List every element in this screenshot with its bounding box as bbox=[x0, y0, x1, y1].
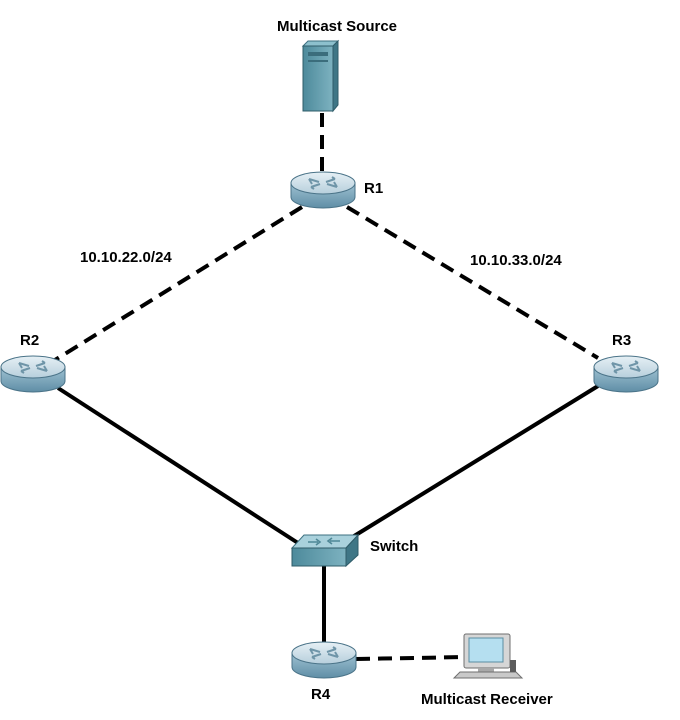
subnet-label-r1-r2: 10.10.22.0/24 bbox=[80, 249, 172, 266]
router-icon[interactable] bbox=[593, 355, 659, 393]
link-r4-receiver bbox=[355, 655, 469, 661]
r2-label: R2 bbox=[20, 332, 39, 349]
router-icon[interactable] bbox=[0, 355, 66, 393]
switch-label: Switch bbox=[370, 538, 418, 555]
r3-label: R3 bbox=[612, 332, 631, 349]
link-r2-switch bbox=[56, 386, 300, 545]
server-icon[interactable] bbox=[301, 39, 340, 113]
r1-label: R1 bbox=[364, 180, 383, 197]
subnet-label-r1-r3: 10.10.33.0/24 bbox=[470, 252, 562, 269]
router-icon[interactable] bbox=[290, 171, 356, 209]
link-r1-r2 bbox=[53, 205, 304, 362]
link-r1-r3 bbox=[345, 205, 600, 360]
pc-icon[interactable] bbox=[452, 633, 524, 679]
multicast-receiver-label: Multicast Receiver bbox=[421, 691, 553, 708]
switch-icon[interactable] bbox=[290, 533, 360, 568]
multicast-source-label: Multicast Source bbox=[277, 18, 397, 35]
link-r3-switch bbox=[344, 384, 600, 543]
router-icon[interactable] bbox=[291, 641, 357, 679]
r4-label: R4 bbox=[311, 686, 331, 703]
